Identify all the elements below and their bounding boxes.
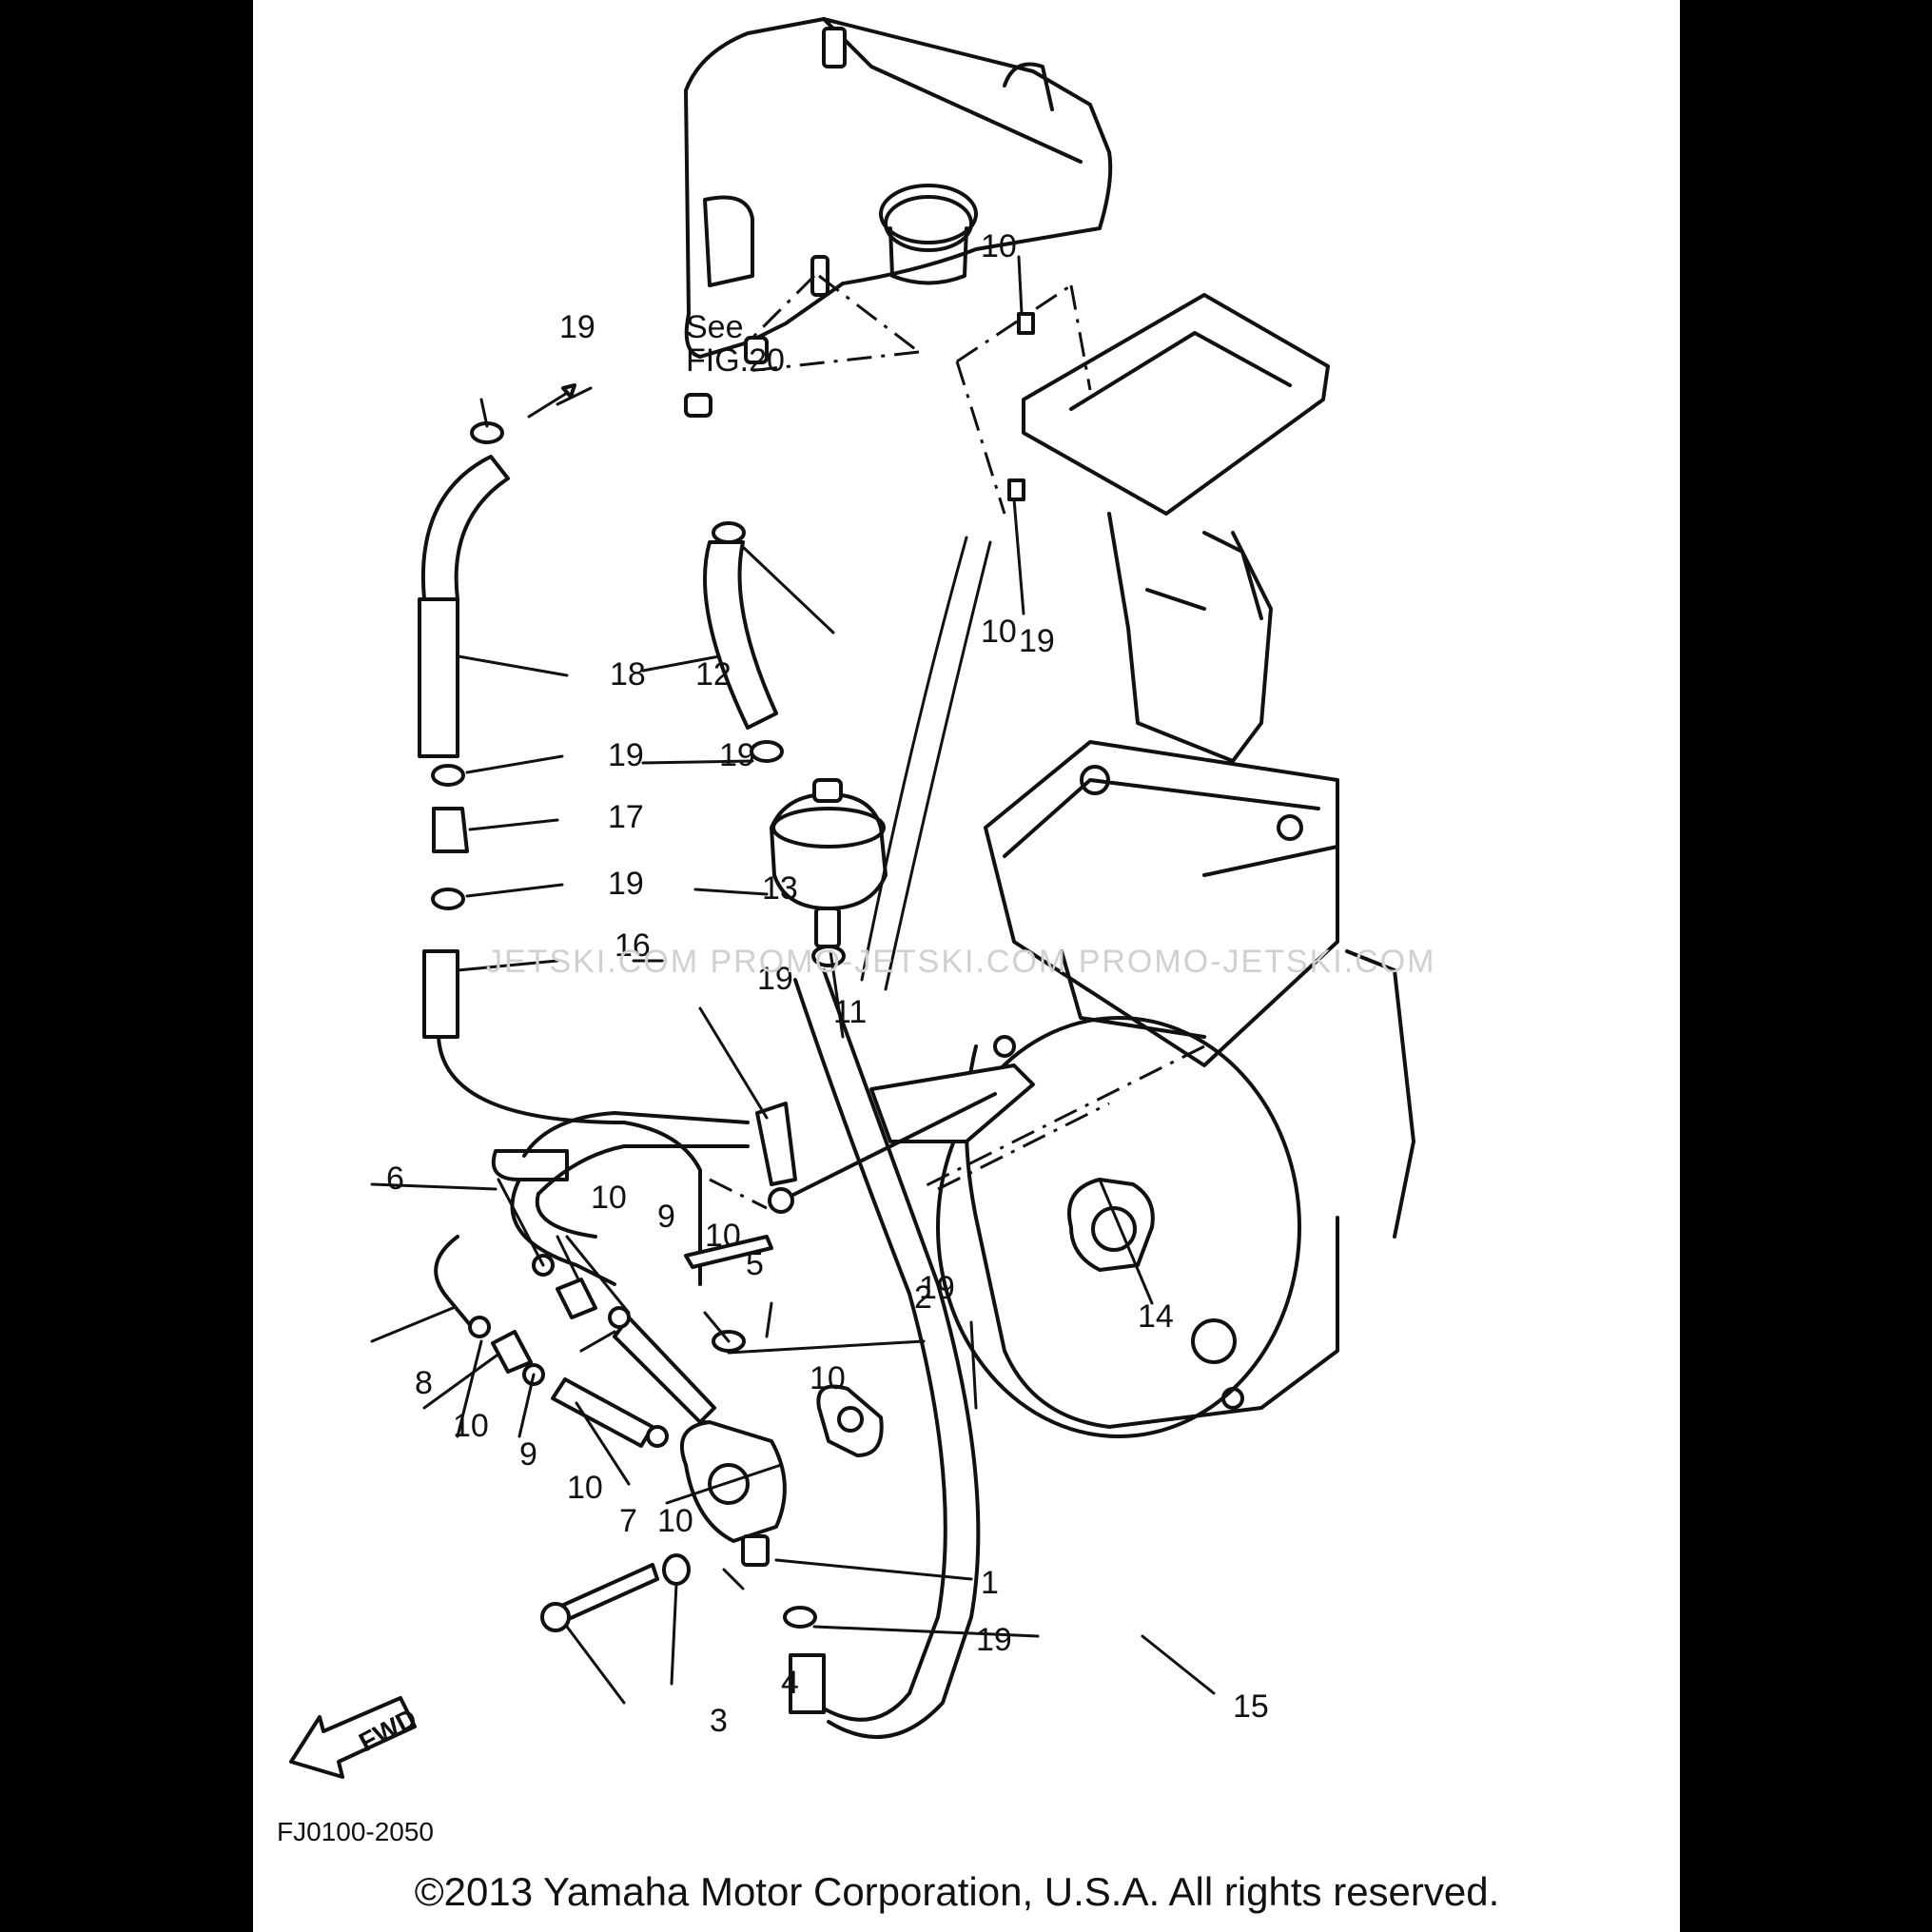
callout-7: 7 bbox=[619, 1503, 637, 1539]
callout-19-lower-left: 19 bbox=[608, 866, 644, 902]
callout-5: 5 bbox=[746, 1246, 764, 1282]
callout-9-lower: 9 bbox=[519, 1436, 537, 1473]
callout-19-fuel-cock: 19 bbox=[919, 1270, 955, 1306]
engine-assembly bbox=[936, 293, 1415, 1438]
callout-numbers: 1 2 3 4 5 6 7 8 9 9 10 10 10 10 10 10 10… bbox=[386, 228, 1269, 1739]
callout-13: 13 bbox=[762, 870, 798, 907]
callout-11: 11 bbox=[833, 994, 867, 1030]
fuel-tank bbox=[684, 17, 1113, 418]
callout-17: 17 bbox=[608, 799, 644, 835]
callout-19-bottom: 19 bbox=[976, 1622, 1012, 1658]
figure-code: FJ0100-2050 bbox=[277, 1817, 434, 1846]
callout-6: 6 bbox=[386, 1161, 404, 1197]
callout-19-filter-top: 19 bbox=[719, 737, 755, 773]
parts-diagram-sheet: 1 2 3 4 5 6 7 8 9 9 10 10 10 10 10 10 10… bbox=[253, 0, 1680, 1932]
callout-10-b: 10 bbox=[705, 1218, 741, 1254]
leader-lines bbox=[370, 255, 1216, 1705]
callout-1: 1 bbox=[981, 1565, 999, 1601]
callout-18: 18 bbox=[610, 656, 646, 693]
exploded-parts-diagram: 1 2 3 4 5 6 7 8 9 9 10 10 10 10 10 10 10… bbox=[277, 17, 1500, 1914]
callout-10-e: 10 bbox=[567, 1470, 603, 1506]
callout-4: 4 bbox=[781, 1665, 799, 1701]
callout-9-upper: 9 bbox=[657, 1199, 675, 1235]
callout-19-filter-bottom: 19 bbox=[757, 961, 793, 997]
callout-15: 15 bbox=[1233, 1688, 1269, 1725]
callout-12: 12 bbox=[695, 656, 732, 693]
see-note-line-2: FIG.20 bbox=[686, 342, 785, 379]
callout-10-tank: 10 bbox=[981, 228, 1017, 264]
callout-3: 3 bbox=[710, 1703, 728, 1739]
callout-8: 8 bbox=[415, 1365, 433, 1401]
callout-2: 2 bbox=[914, 1279, 932, 1316]
callout-10-d: 10 bbox=[453, 1408, 489, 1444]
see-fig-arrowhead bbox=[561, 383, 576, 399]
callout-10-c: 10 bbox=[810, 1360, 846, 1396]
see-fig-arrow bbox=[527, 388, 574, 419]
watermark: JETSKI.COM PROMO-JETSKI.COM PROMO-JETSKI… bbox=[486, 944, 1435, 980]
callout-19-hose12: 19 bbox=[1019, 623, 1055, 659]
callout-19-top-left: 19 bbox=[559, 309, 595, 345]
callout-19-mid-left: 19 bbox=[608, 737, 644, 773]
callout-10-engine: 10 bbox=[981, 614, 1017, 650]
callout-10-a: 10 bbox=[591, 1180, 627, 1216]
copyright-notice: ©2013 Yamaha Motor Corporation, U.S.A. A… bbox=[415, 1869, 1500, 1914]
callout-16: 16 bbox=[615, 927, 651, 964]
see-note-line-1: See bbox=[686, 309, 744, 345]
guide-lines bbox=[709, 274, 1205, 1210]
callout-14: 14 bbox=[1138, 1298, 1174, 1335]
callout-10-f: 10 bbox=[657, 1503, 693, 1539]
forward-arrow-icon bbox=[289, 1696, 417, 1779]
fuel-hoses bbox=[418, 312, 1035, 1739]
